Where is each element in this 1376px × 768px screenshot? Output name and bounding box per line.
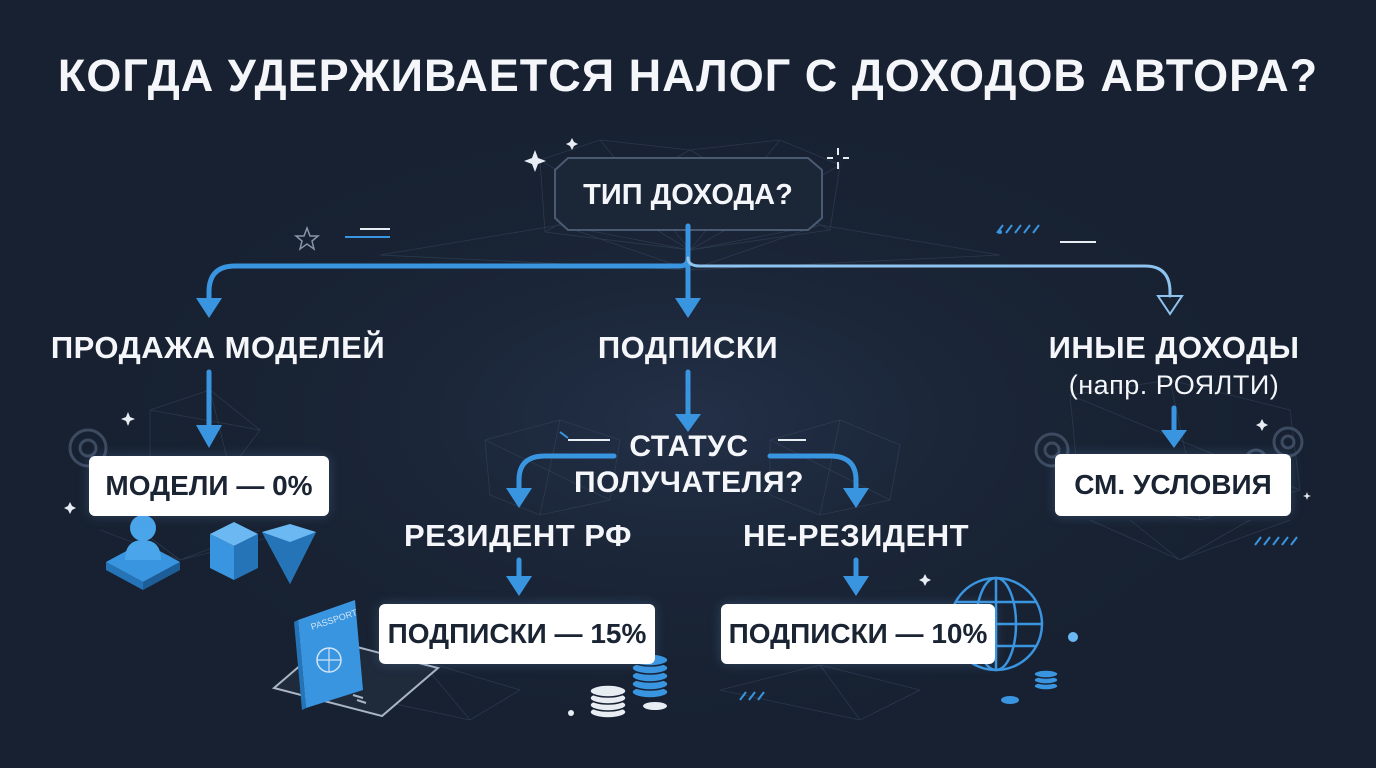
result-sales-box: МОДЕЛИ — 0% bbox=[89, 456, 329, 516]
branch-subscriptions-label: ПОДПИСКИ bbox=[597, 330, 779, 365]
result-sales-label: МОДЕЛИ — 0% bbox=[105, 470, 313, 501]
resident-label: РЕЗИДЕНТ РФ bbox=[404, 518, 632, 553]
root-question-label: ТИП ДОХОДА? bbox=[583, 178, 793, 211]
star-outline-icon bbox=[293, 225, 321, 251]
connectors bbox=[206, 223, 1177, 581]
accent-lines bbox=[360, 228, 1096, 441]
result-nonresident-label: ПОДПИСКИ — 10% bbox=[728, 618, 988, 649]
sparkle-icon bbox=[64, 138, 1311, 586]
arrowheads bbox=[196, 295, 1187, 596]
dot-decoration bbox=[568, 230, 1078, 716]
result-other-box: СМ. УСЛОВИЯ bbox=[1055, 454, 1291, 516]
recipient-status-question-line1: СТАТУС bbox=[629, 430, 749, 463]
root-card-outline bbox=[554, 157, 823, 231]
branch-sales-label: ПРОДАЖА МОДЕЛЕЙ bbox=[50, 330, 386, 365]
result-other-label: СМ. УСЛОВИЯ bbox=[1074, 469, 1272, 500]
crosshair-icon bbox=[827, 148, 849, 169]
page-title: КОГДА УДЕРЖИВАЕТСЯ НАЛОГ С ДОХОДОВ АВТОР… bbox=[57, 50, 1319, 101]
root-question: ТИП ДОХОДА? bbox=[561, 166, 815, 224]
branch-other-label: ИНЫЕ ДОХОДЫ bbox=[1048, 330, 1300, 365]
nonresident-label: НЕ-РЕЗИДЕНТ bbox=[742, 518, 970, 553]
result-resident-box: ПОДПИСКИ — 15% bbox=[379, 604, 655, 664]
branch-other-sublabel: (напр. РОЯЛТИ) bbox=[1068, 370, 1280, 400]
recipient-status-question-line2: ПОЛУЧАТЕЛЯ? bbox=[574, 466, 804, 499]
prism-icon bbox=[262, 524, 316, 584]
result-nonresident-box: ПОДПИСКИ — 10% bbox=[721, 604, 995, 664]
cube-icon bbox=[210, 522, 258, 580]
accent-lines-blue bbox=[345, 224, 1298, 701]
result-resident-label: ПОДПИСКИ — 15% bbox=[387, 618, 647, 649]
user-figure-icon bbox=[106, 515, 180, 590]
